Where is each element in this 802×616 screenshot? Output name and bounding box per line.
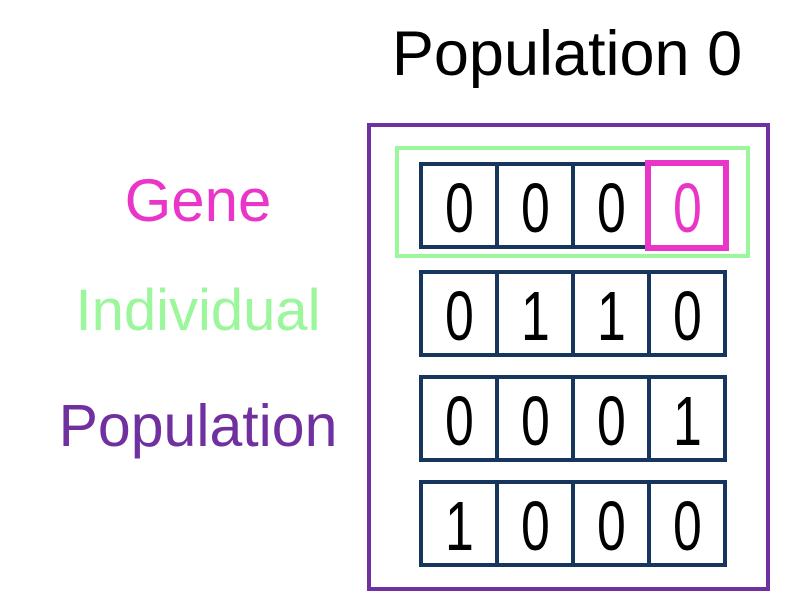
gene-cell: 0 [495, 375, 575, 462]
cell-value: 0 [520, 382, 550, 460]
cell-value: 0 [672, 277, 702, 355]
gene-cell: 0 [495, 162, 575, 249]
gene-cell: 0 [419, 162, 499, 249]
cell-value: 0 [520, 169, 550, 247]
population-outline-box [367, 123, 770, 591]
cell-value: 0 [444, 277, 474, 355]
cell-value: 1 [672, 382, 702, 460]
gene-cell: 1 [647, 375, 727, 462]
gene-cell: 0 [571, 162, 651, 249]
cell-value: 0 [672, 487, 702, 565]
cell-value: 1 [596, 277, 626, 355]
label-population: Population [58, 393, 338, 459]
gene-cell: 0 [419, 270, 499, 357]
cell-value: 1 [520, 277, 550, 355]
gene-cell: 0 [647, 480, 727, 567]
cell-value: 1 [444, 487, 474, 565]
cell-value: 0 [672, 169, 702, 247]
gene-cell-highlighted: 0 [645, 160, 729, 251]
cell-value: 0 [444, 169, 474, 247]
gene-cell: 0 [571, 480, 651, 567]
label-gene: Gene [124, 167, 272, 234]
gene-cell: 0 [647, 270, 727, 357]
cell-value: 0 [444, 382, 474, 460]
cell-value: 0 [596, 169, 626, 247]
gene-cell: 0 [419, 375, 499, 462]
gene-cell: 0 [495, 480, 575, 567]
chromosome-row-3: 0 0 0 1 [419, 375, 727, 462]
cell-value: 0 [520, 487, 550, 565]
gene-cell: 1 [571, 270, 651, 357]
cell-value: 0 [596, 487, 626, 565]
cell-value: 0 [596, 382, 626, 460]
label-individual: Individual [75, 278, 321, 343]
gene-cell: 1 [419, 480, 499, 567]
chromosome-row-1: 0 0 0 0 [419, 160, 729, 251]
gene-cell: 1 [495, 270, 575, 357]
individual-outline-box [395, 146, 750, 258]
chromosome-row-2: 0 1 1 0 [419, 270, 727, 357]
chromosome-row-4: 1 0 0 0 [419, 480, 727, 567]
gene-cell: 0 [571, 375, 651, 462]
diagram-title: Population 0 [391, 19, 743, 89]
